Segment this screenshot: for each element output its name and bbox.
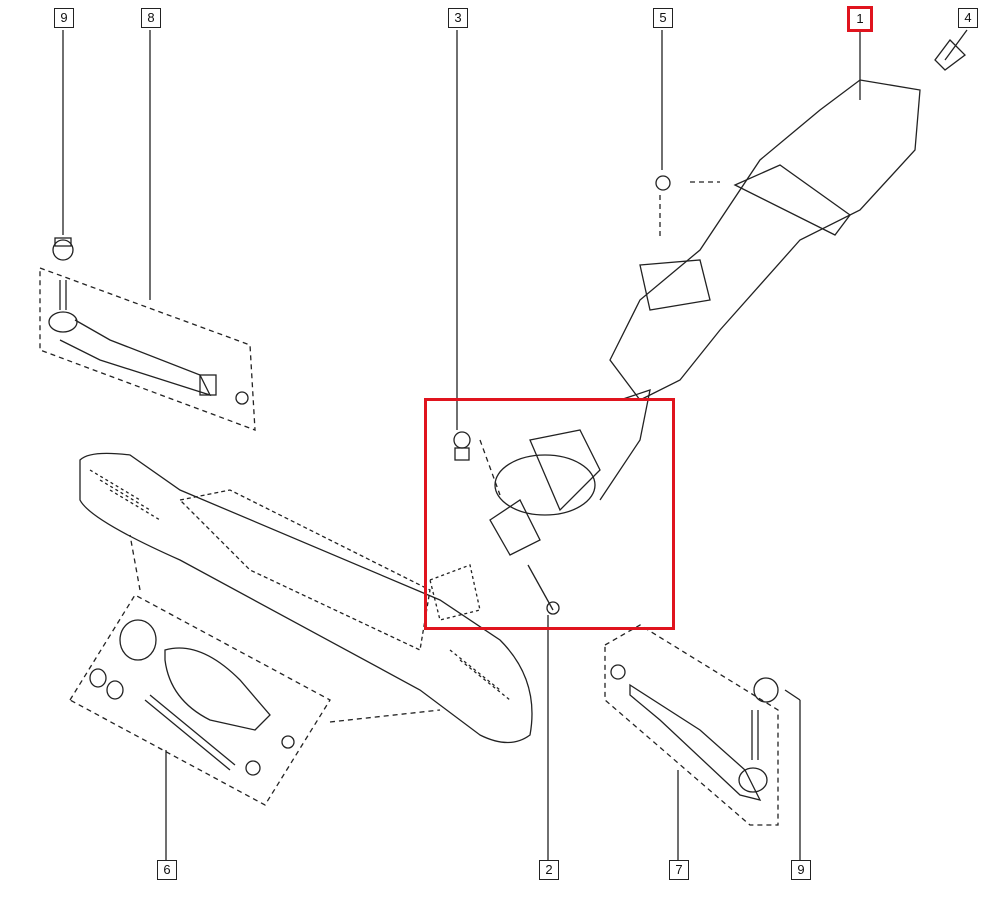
callout-9-bottom[interactable]: 9 [791,860,811,880]
steering-rack [79,452,533,744]
callout-9-top[interactable]: 9 [54,8,74,28]
callout-1-highlighted[interactable]: 1 [847,6,873,32]
callout-7[interactable]: 7 [669,860,689,880]
highlight-box-steering-shaft [424,398,675,630]
tie-rod-end-left [48,237,249,405]
steering-column [599,39,966,501]
leader-lines [62,29,968,860]
callout-8[interactable]: 8 [141,8,161,28]
group-outlines [39,181,779,826]
callout-2[interactable]: 2 [539,860,559,880]
tie-rod-end-right [610,664,779,801]
callout-6[interactable]: 6 [157,860,177,880]
callout-5[interactable]: 5 [653,8,673,28]
boot-kit [89,619,295,776]
intermediate-shaft [429,429,601,621]
callout-4[interactable]: 4 [958,8,978,28]
callout-3[interactable]: 3 [448,8,468,28]
